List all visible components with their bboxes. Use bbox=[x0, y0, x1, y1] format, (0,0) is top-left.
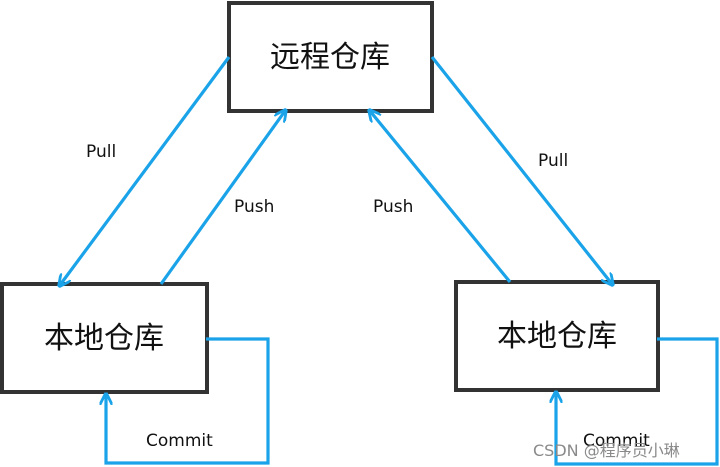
commit-right-loop-arrow bbox=[556, 337, 719, 466]
local-repo-left-box bbox=[0, 282, 209, 394]
push-right-arrow bbox=[370, 111, 512, 284]
push-left-label: Push bbox=[234, 197, 274, 217]
local-repo-right-node: 本地仓库 bbox=[454, 280, 660, 392]
commit-left-loop-arrow bbox=[106, 337, 270, 465]
pull-left-label: Pull bbox=[86, 142, 116, 162]
remote-repo-label: 远程仓库 bbox=[270, 40, 390, 75]
pull-right-label: Pull bbox=[538, 151, 568, 171]
local-repo-left-label: 本地仓库 bbox=[44, 321, 164, 356]
local-repo-right-label: 本地仓库 bbox=[497, 319, 617, 354]
push-left-arrow bbox=[159, 111, 285, 285]
commit-left-label: Commit bbox=[146, 431, 213, 451]
pull-left-arrow bbox=[60, 56, 231, 285]
remote-repo-node: 远程仓库 bbox=[227, 1, 434, 113]
commit-right-label: Commit bbox=[583, 431, 650, 451]
push-right-label: Push bbox=[373, 197, 413, 217]
local-repo-left-node: 本地仓库 bbox=[0, 282, 209, 394]
csdn-watermark: CSDN @程序员小琳 bbox=[533, 441, 680, 460]
pull-right-arrow bbox=[430, 56, 612, 284]
local-repo-right-box bbox=[454, 280, 660, 392]
